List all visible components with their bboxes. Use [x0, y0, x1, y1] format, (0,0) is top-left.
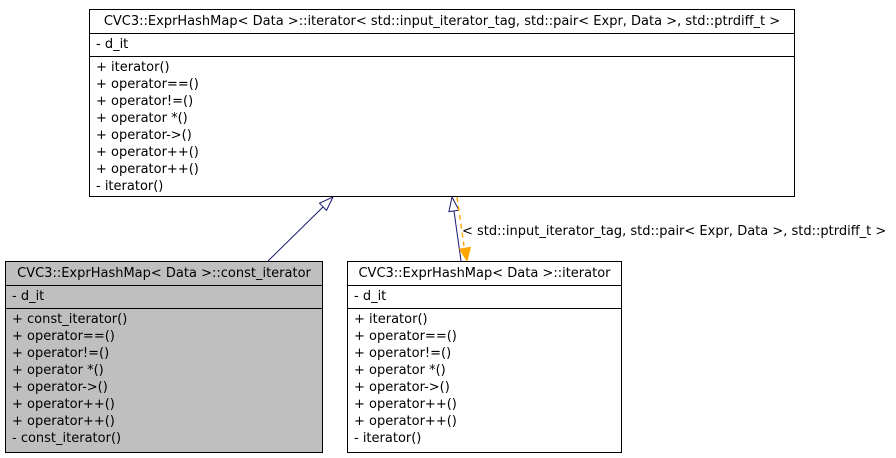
method-item: + operator->(): [96, 128, 192, 143]
class-node-iterator[interactable]: CVC3::ExprHashMap< Data >::iterator - d_…: [347, 261, 622, 453]
method-item: + operator++(): [96, 145, 199, 160]
method-item: + operator==(): [96, 77, 199, 92]
method-item: + operator->(): [12, 380, 108, 395]
method-item: + iterator(): [96, 60, 170, 75]
method-item: + operator++(): [354, 414, 457, 429]
method-item: - iterator(): [96, 179, 164, 194]
method-item: + operator->(): [354, 380, 450, 395]
method-item: + operator *(): [354, 363, 446, 378]
method-item: + operator++(): [12, 414, 115, 429]
method-item: + iterator(): [354, 312, 428, 327]
class-node-base-template-iterator[interactable]: CVC3::ExprHashMap< Data >::iterator< std…: [89, 9, 795, 197]
attribute-d-it: - d_it: [12, 289, 45, 304]
method-item: + operator==(): [354, 329, 457, 344]
method-item: + operator!=(): [96, 94, 194, 109]
template-args-label: < std::input_iterator_tag, std::pair< Ex…: [462, 224, 887, 239]
class-node-const-iterator: CVC3::ExprHashMap< Data >::const_iterato…: [5, 261, 323, 453]
attribute-d-it: - d_it: [354, 289, 387, 304]
inheritance-arrow-left: [267, 195, 335, 262]
method-item: - iterator(): [354, 431, 422, 446]
class-title[interactable]: CVC3::ExprHashMap< Data >::iterator< std…: [90, 10, 794, 34]
class-title: CVC3::ExprHashMap< Data >::const_iterato…: [6, 262, 322, 286]
method-item: + operator *(): [12, 363, 104, 378]
attribute-d-it: - d_it: [96, 37, 129, 52]
method-item: - const_iterator(): [12, 431, 122, 446]
method-item: + operator!=(): [354, 346, 452, 361]
class-title[interactable]: CVC3::ExprHashMap< Data >::iterator: [348, 262, 621, 286]
method-item: + operator++(): [354, 397, 457, 412]
inheritance-arrow-right: [448, 195, 462, 262]
method-item: + operator++(): [96, 162, 199, 177]
method-item: + const_iterator(): [12, 312, 128, 327]
method-item: + operator++(): [12, 397, 115, 412]
method-item: + operator *(): [96, 111, 188, 126]
method-item: + operator!=(): [12, 346, 110, 361]
method-item: + operator==(): [12, 329, 115, 344]
